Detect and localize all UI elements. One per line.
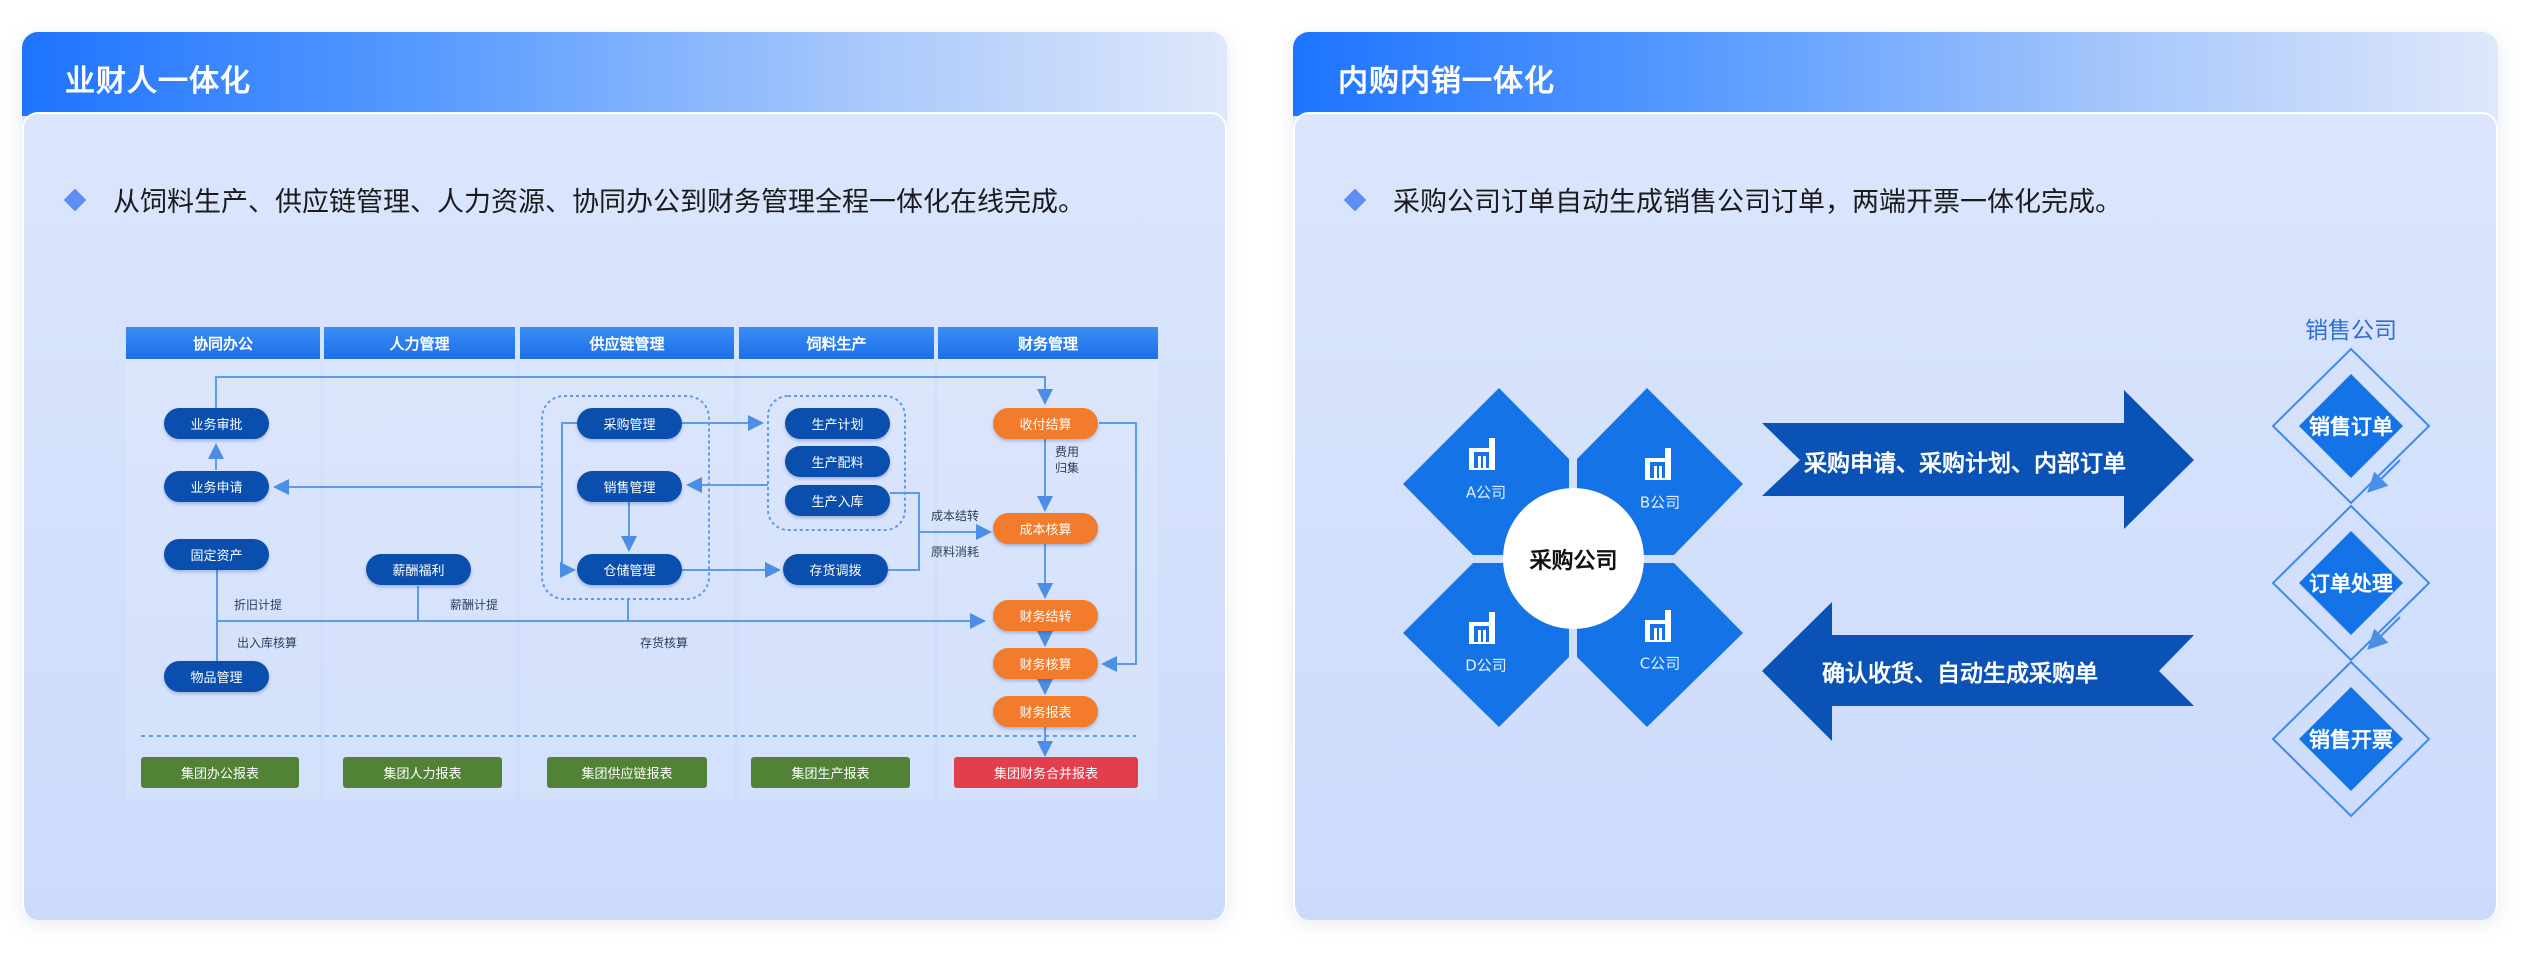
node-fixed-assets: 固定资产 xyxy=(164,539,269,570)
company-c-label: C公司 xyxy=(1639,654,1681,673)
report-group-office: 集团办公报表 xyxy=(141,757,299,788)
report-group-production: 集团生产报表 xyxy=(751,757,910,788)
node-financial-report: 财务报表 xyxy=(993,696,1098,727)
internal-trade-diagram: A公司 B公司 C公司 D公司 采购公司 采购申请、采购计划、内部订单 确认收货… xyxy=(1380,290,2480,830)
bullet-point: 从饲料生产、供应链管理、人力资源、协同办公到财务管理全程一体化在线完成。 xyxy=(63,180,1085,219)
business-flow-diagram: 协同办公 人力管理 供应链管理 饲料生产 财务管理 xyxy=(126,327,1158,799)
arrow-right-shape xyxy=(1762,390,2194,529)
card-header: 内购内销一体化 xyxy=(1293,32,2498,116)
column-header-office: 协同办公 xyxy=(126,327,320,359)
report-group-hr: 集团人力报表 xyxy=(343,757,502,788)
node-business-approval: 业务审批 xyxy=(164,408,269,439)
card-title: 内购内销一体化 xyxy=(1338,64,1555,99)
report-group-supply-chain: 集团供应链报表 xyxy=(547,757,707,788)
label-salary-accrual: 薪酬计提 xyxy=(450,598,499,612)
column-header-finance: 财务管理 xyxy=(938,327,1158,359)
label-cost-carryover: 成本结转 xyxy=(931,509,980,523)
node-production-storage: 生产入库 xyxy=(785,485,890,516)
label-material-consumption: 原料消耗 xyxy=(931,545,980,559)
label-inout-accounting: 出入库核算 xyxy=(237,636,298,650)
sales-company-title: 销售公司 xyxy=(2305,318,2397,344)
label-depreciation: 折旧计提 xyxy=(234,598,283,612)
node-production-batching: 生产配料 xyxy=(785,446,890,477)
step-sales-order: 销售订单 xyxy=(2309,415,2393,439)
step-outline xyxy=(2271,660,2431,818)
node-financial-accounting: 财务核算 xyxy=(993,648,1098,679)
flow-arrow-icon xyxy=(2367,616,2401,650)
integration-card-business-finance-hr: 业财人一体化 从饲料生产、供应链管理、人力资源、协同办公到财务管理全程一体化在线… xyxy=(22,32,1227,920)
node-salary-benefits: 薪酬福利 xyxy=(366,554,471,585)
supply-chain-group-box xyxy=(541,395,710,600)
arrow-left-shape xyxy=(1762,602,2194,741)
purchasing-company-center: 采购公司 xyxy=(1503,488,1644,629)
diamond-bullet-icon xyxy=(1343,188,1367,211)
production-group-box xyxy=(767,395,906,531)
node-goods-management: 物品管理 xyxy=(164,661,269,692)
arrow-right-text: 采购申请、采购计划、内部订单 xyxy=(1804,451,2126,477)
step-outline xyxy=(2271,347,2431,505)
step-order-processing: 订单处理 xyxy=(2309,572,2393,596)
node-payment-settlement: 收付结算 xyxy=(993,408,1098,439)
report-group-finance-consolidated: 集团财务合并报表 xyxy=(954,757,1138,788)
bullet-point: 采购公司订单自动生成销售公司订单，两端开票一体化完成。 xyxy=(1343,180,2122,219)
node-cost-accounting: 成本核算 xyxy=(993,513,1098,544)
bullet-text: 采购公司订单自动生成销售公司订单，两端开票一体化完成。 xyxy=(1393,187,2122,218)
flow-arrow-icon xyxy=(2367,459,2401,493)
bullet-text: 从饲料生产、供应链管理、人力资源、协同办公到财务管理全程一体化在线完成。 xyxy=(113,187,1085,218)
flow-connectors xyxy=(141,376,1137,757)
column-header-feed-production: 饲料生产 xyxy=(739,327,934,359)
card-header: 业财人一体化 xyxy=(22,32,1227,116)
node-financial-carryover: 财务结转 xyxy=(993,600,1098,631)
label-inventory-accounting: 存货核算 xyxy=(640,636,689,650)
company-a-label: A公司 xyxy=(1465,483,1507,502)
card-title: 业财人一体化 xyxy=(65,64,251,99)
node-business-application: 业务申请 xyxy=(164,471,269,502)
diamond-bullet-icon xyxy=(63,188,87,211)
step-outline xyxy=(2271,504,2431,662)
node-warehouse-management: 仓储管理 xyxy=(577,554,682,585)
node-purchase-management: 采购管理 xyxy=(577,408,682,439)
node-inventory-transfer: 存货调拨 xyxy=(783,554,888,585)
node-sales-management: 销售管理 xyxy=(577,471,682,502)
column-header-supply-chain: 供应链管理 xyxy=(520,327,734,359)
integration-card-internal-purchase-sales: 内购内销一体化 采购公司订单自动生成销售公司订单，两端开票一体化完成。 xyxy=(1293,32,2498,920)
node-production-plan: 生产计划 xyxy=(785,408,890,439)
label-expense-collection: 费用归集 xyxy=(1055,445,1080,475)
company-d-label: D公司 xyxy=(1465,656,1507,675)
column-header-hr: 人力管理 xyxy=(324,327,515,359)
step-sales-invoicing: 销售开票 xyxy=(2309,728,2393,752)
company-b-label: B公司 xyxy=(1639,493,1681,512)
arrow-left-text: 确认收货、自动生成采购单 xyxy=(1822,661,2098,687)
